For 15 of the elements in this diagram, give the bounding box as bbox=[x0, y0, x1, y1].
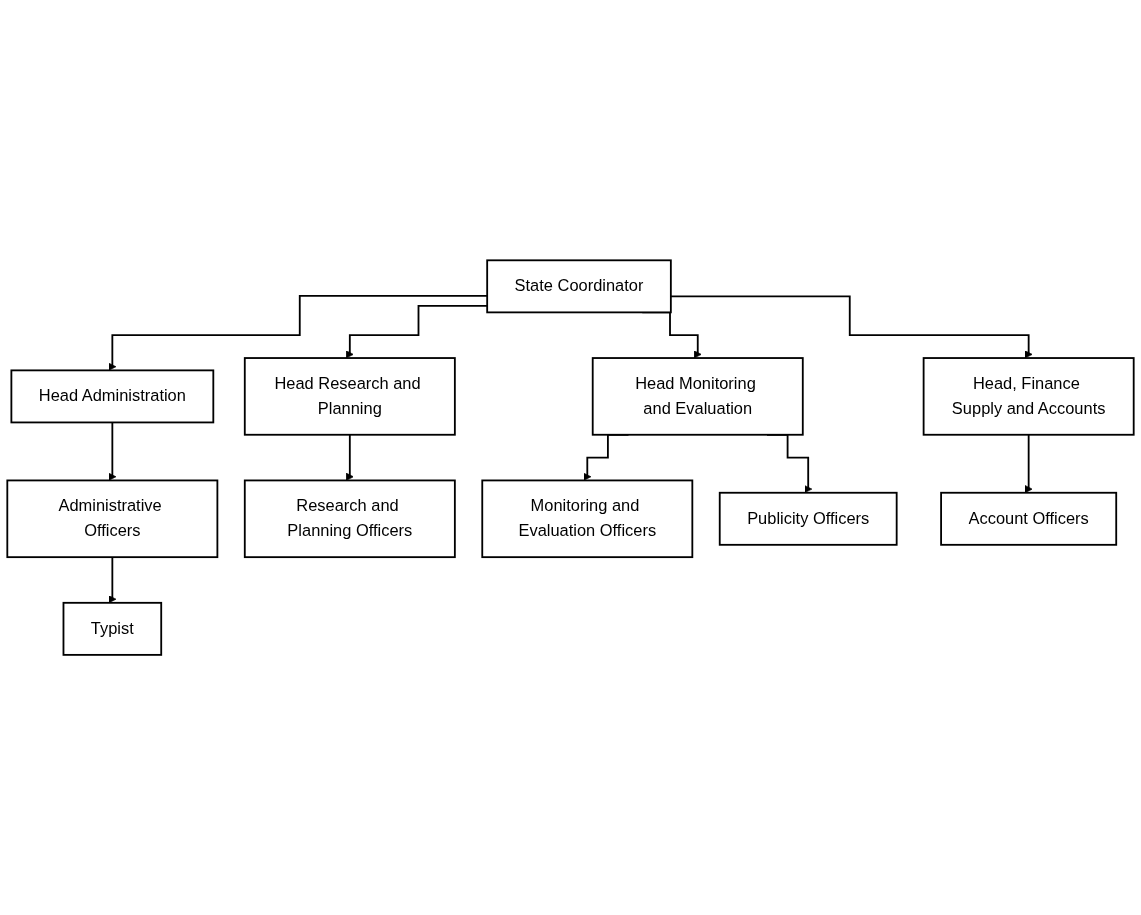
node-box: Monitoring and Evaluation Officers bbox=[481, 479, 694, 558]
node-box: State Coordinator bbox=[486, 259, 672, 314]
node-box: Head Research and Planning bbox=[243, 357, 456, 436]
node-box: Research and Planning Officers bbox=[243, 479, 456, 558]
node-box: Head, Finance Supply and Accounts bbox=[922, 357, 1135, 436]
arrow bbox=[345, 433, 354, 481]
node-box: Account Officers bbox=[940, 491, 1118, 546]
node-box: Administrative Officers bbox=[6, 479, 219, 558]
node-box: Head Monitoring and Evaluation bbox=[591, 357, 804, 436]
arrow bbox=[1024, 433, 1033, 494]
node-box: Publicity Officers bbox=[718, 491, 898, 546]
node-box: Typist bbox=[62, 601, 163, 656]
arrow bbox=[108, 556, 117, 604]
arrow bbox=[108, 421, 117, 481]
node-box: Head Administration bbox=[10, 369, 215, 424]
